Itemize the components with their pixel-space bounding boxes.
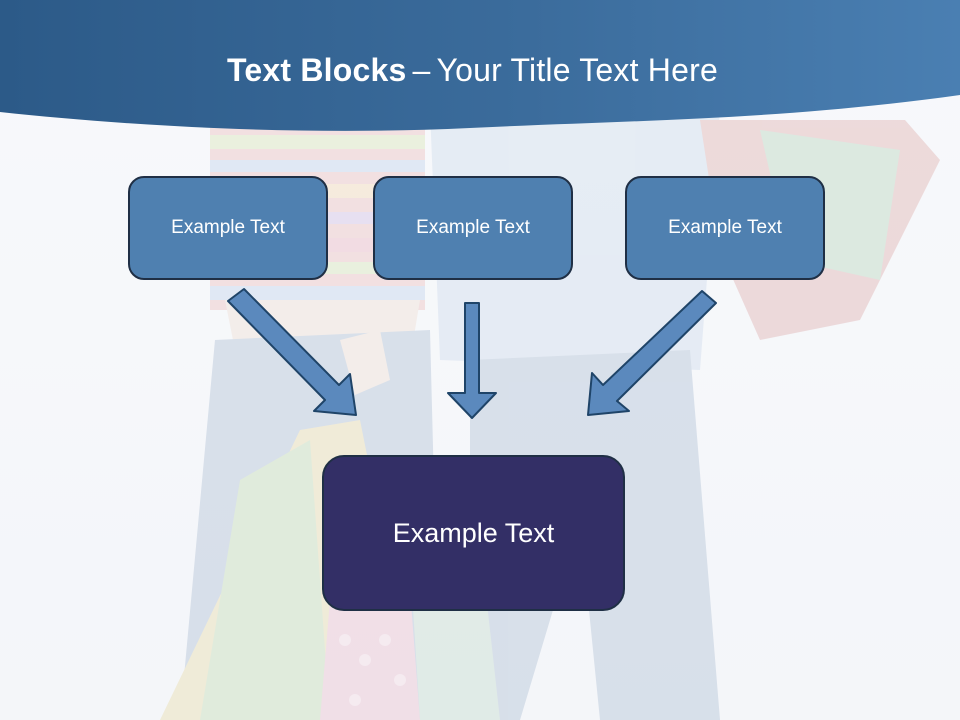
header-band	[0, 0, 960, 131]
text-block-bottom[interactable]: Example Text	[322, 455, 625, 611]
title-rest-part: Your Title Text Here	[436, 52, 718, 88]
slide-title: Text Blocks–Your Title Text Here	[0, 52, 945, 89]
text-block-label: Example Text	[668, 217, 782, 238]
text-block-top-left[interactable]: Example Text	[128, 176, 328, 280]
text-block-label: Example Text	[416, 217, 530, 238]
title-bold-part: Text Blocks	[227, 52, 407, 88]
text-block-top-right[interactable]: Example Text	[625, 176, 825, 280]
text-block-label: Example Text	[171, 217, 285, 238]
text-block-top-center[interactable]: Example Text	[373, 176, 573, 280]
text-block-label: Example Text	[392, 517, 555, 548]
title-separator: –	[412, 52, 431, 88]
